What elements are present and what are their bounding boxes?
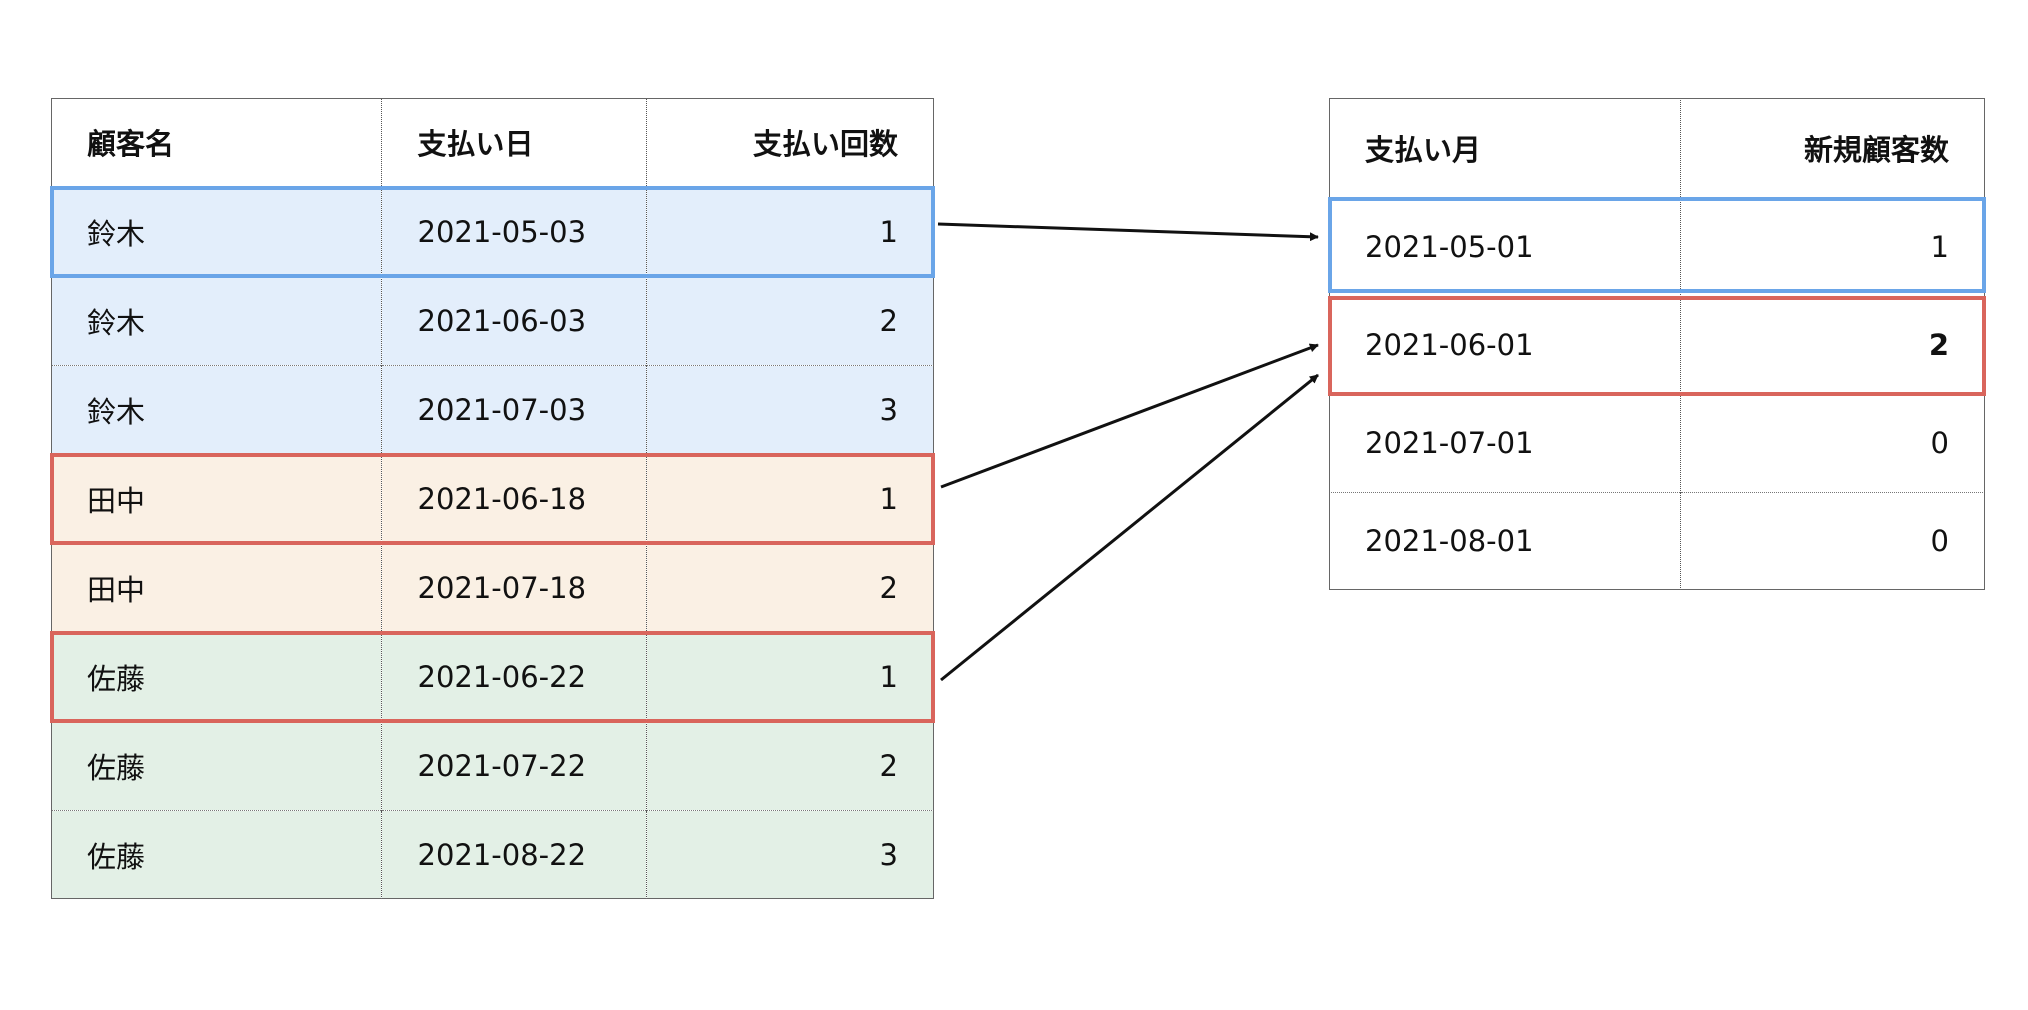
cell-payment-count: 2 [645, 275, 934, 365]
cell-customer-name: 佐藤 [51, 631, 381, 721]
arrow-sato-to-june [940, 373, 1319, 682]
cell-payment-date: 2021-06-03 [380, 275, 646, 365]
cell-customer-name: 鈴木 [51, 364, 381, 454]
cell-payment-date: 2021-08-22 [380, 809, 646, 899]
cell-payment-date: 2021-06-22 [380, 631, 646, 721]
cell-new-customer-count: 1 [1679, 197, 1985, 296]
arrow-tanaka-to-june [940, 343, 1319, 489]
cell-payment-date: 2021-05-03 [380, 186, 646, 276]
cell-payment-count: 1 [645, 453, 934, 543]
cell-payment-date: 2021-06-18 [380, 453, 646, 543]
header-new-customer-count: 新規顧客数 [1679, 98, 1985, 198]
table-row: 佐藤 2021-08-22 3 [51, 809, 934, 899]
header-customer-name: 顧客名 [87, 127, 175, 162]
payments-header-row: 顧客名 支払い日 支払い回数 [51, 98, 934, 187]
table-row: 佐藤 2021-06-22 1 [51, 631, 934, 721]
table-row: 鈴木 2021-07-03 3 [51, 364, 934, 454]
cell-payment-month: 2021-05-01 [1329, 197, 1680, 296]
cell-payment-count: 1 [645, 186, 934, 276]
header-payment-date: 支払い日 [380, 98, 646, 187]
cell-new-customer-count: 0 [1679, 491, 1985, 590]
cell-payment-count: 3 [645, 364, 934, 454]
cell-new-customer-count: 0 [1679, 393, 1985, 492]
cell-payment-count: 3 [645, 809, 934, 899]
cell-payment-month: 2021-07-01 [1329, 393, 1680, 492]
cell-payment-date: 2021-07-18 [380, 542, 646, 632]
new-customers-table: 支払い月 新規顧客数 2021-05-01 1 2021-06-01 2 202… [1329, 98, 1985, 590]
cell-payment-date: 2021-07-22 [380, 720, 646, 810]
table-row: 佐藤 2021-07-22 2 [51, 720, 934, 810]
cell-payment-count: 2 [645, 542, 934, 632]
new-customers-header-row: 支払い月 新規顧客数 [1329, 98, 1985, 198]
header-payment-month: 支払い月 [1365, 132, 1482, 167]
cell-customer-name: 佐藤 [51, 720, 381, 810]
cell-new-customer-count: 2 [1679, 295, 1985, 394]
table-row: 田中 2021-07-18 2 [51, 542, 934, 632]
cell-customer-name: 佐藤 [51, 809, 381, 899]
header-payment-count: 支払い回数 [645, 98, 934, 187]
table-row: 2021-08-01 0 [1329, 491, 1985, 590]
table-row: 鈴木 2021-06-03 2 [51, 275, 934, 365]
cell-customer-name: 鈴木 [51, 275, 381, 365]
table-row: 田中 2021-06-18 1 [51, 453, 934, 543]
table-row: 2021-07-01 0 [1329, 393, 1985, 492]
cell-customer-name: 田中 [51, 453, 381, 543]
cell-customer-name: 田中 [51, 542, 381, 632]
payments-table: 顧客名 支払い日 支払い回数 鈴木 2021-05-03 1 鈴木 2021-0… [51, 98, 934, 899]
arrow-suzuki-to-may [937, 222, 1319, 242]
table-row: 2021-05-01 1 [1329, 197, 1985, 296]
cell-payment-count: 2 [645, 720, 934, 810]
cell-payment-date: 2021-07-03 [380, 364, 646, 454]
cell-payment-count: 1 [645, 631, 934, 721]
cell-payment-month: 2021-08-01 [1329, 491, 1680, 590]
table-row: 鈴木 2021-05-03 1 [51, 186, 934, 276]
